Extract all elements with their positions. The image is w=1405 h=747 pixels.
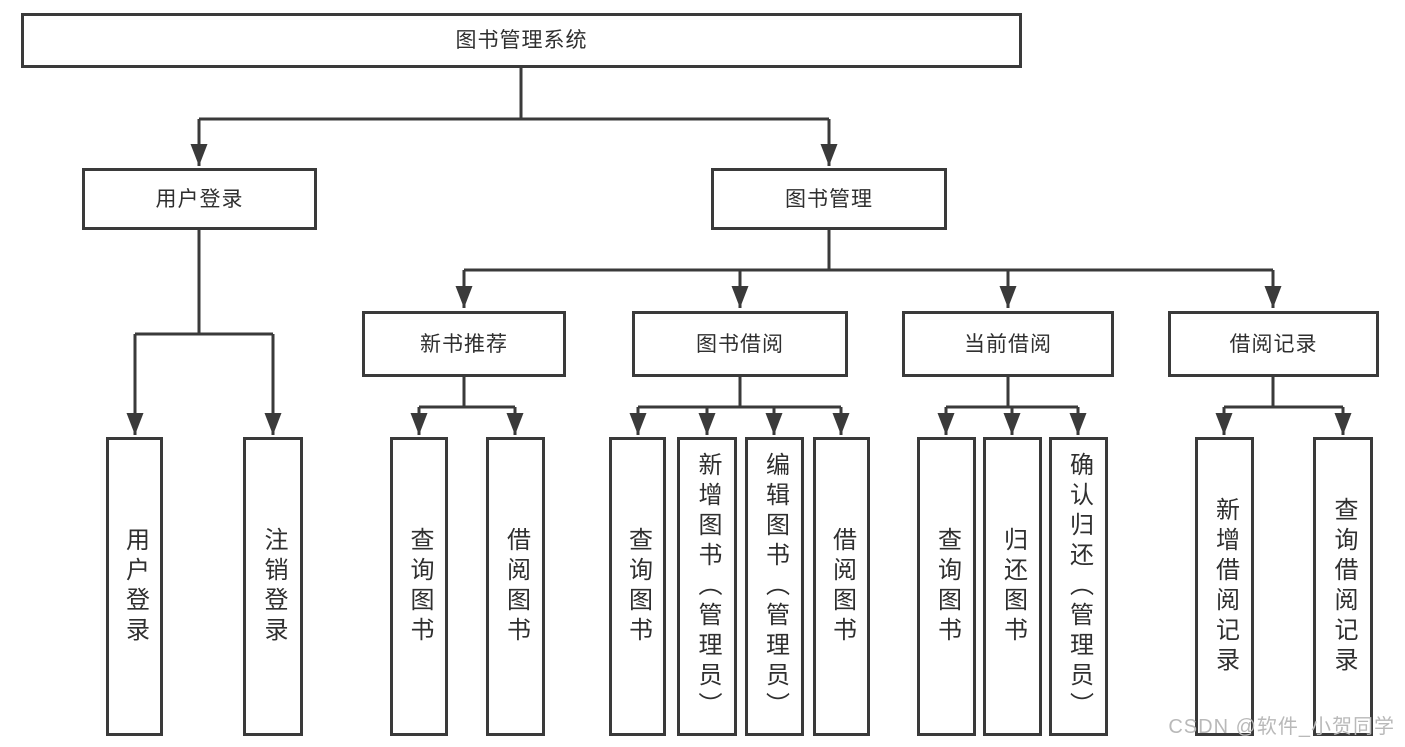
node-book-borrowing: 图书借阅 (632, 311, 848, 377)
leaf-add-borrow-record: 新增借阅记录 (1195, 437, 1254, 736)
leaf-query-books-1-label: 查询图书 (406, 526, 433, 647)
leaf-add-books-admin-label: 新增图书（管理员） (694, 451, 721, 722)
leaf-query-books-2-label: 查询图书 (624, 526, 652, 647)
watermark: CSDN @软件_小贺同学 (1168, 716, 1395, 738)
leaf-edit-books-admin-label: 编辑图书（管理员） (761, 451, 789, 722)
node-current-borrowing-label: 当前借阅 (964, 332, 1052, 356)
node-user-login: 用户登录 (82, 168, 317, 230)
node-borrowing-records: 借阅记录 (1168, 311, 1379, 377)
leaf-borrow-books-2: 借阅图书 (813, 437, 870, 736)
leaf-return-books: 归还图书 (983, 437, 1042, 736)
leaf-logout: 注销登录 (243, 437, 303, 736)
leaf-borrow-books-2-label: 借阅图书 (828, 526, 856, 647)
leaf-confirm-return-admin: 确认归还（管理员） (1049, 437, 1108, 736)
leaf-query-borrow-record: 查询借阅记录 (1313, 437, 1373, 736)
node-root: 图书管理系统 (21, 13, 1022, 68)
node-book-management: 图书管理 (711, 168, 947, 230)
leaf-query-books-2: 查询图书 (609, 437, 666, 736)
leaf-return-books-label: 归还图书 (999, 526, 1027, 647)
leaf-add-borrow-record-label: 新增借阅记录 (1211, 496, 1239, 677)
leaf-logout-label: 注销登录 (260, 526, 287, 647)
node-current-borrowing: 当前借阅 (902, 311, 1114, 377)
leaf-user-login-label: 用户登录 (121, 526, 149, 647)
node-book-borrowing-label: 图书借阅 (696, 332, 784, 356)
leaf-add-books-admin: 新增图书（管理员） (677, 437, 737, 736)
node-new-book-recommend: 新书推荐 (362, 311, 566, 377)
node-book-management-label: 图书管理 (785, 187, 873, 211)
leaf-borrow-books-1-label: 借阅图书 (502, 526, 530, 647)
leaf-user-login: 用户登录 (106, 437, 163, 736)
leaf-edit-books-admin: 编辑图书（管理员） (745, 437, 804, 736)
leaf-query-borrow-record-label: 查询借阅记录 (1330, 496, 1357, 677)
leaf-query-books-3: 查询图书 (917, 437, 976, 736)
node-borrowing-records-label: 借阅记录 (1229, 332, 1318, 356)
node-user-login-label: 用户登录 (155, 187, 244, 211)
node-new-book-recommend-label: 新书推荐 (420, 332, 508, 356)
leaf-query-books-3-label: 查询图书 (933, 526, 961, 647)
leaf-query-books-1: 查询图书 (390, 437, 448, 736)
node-root-label: 图书管理系统 (455, 29, 588, 52)
leaf-confirm-return-admin-label: 确认归还（管理员） (1065, 451, 1093, 722)
leaf-borrow-books-1: 借阅图书 (486, 437, 545, 736)
